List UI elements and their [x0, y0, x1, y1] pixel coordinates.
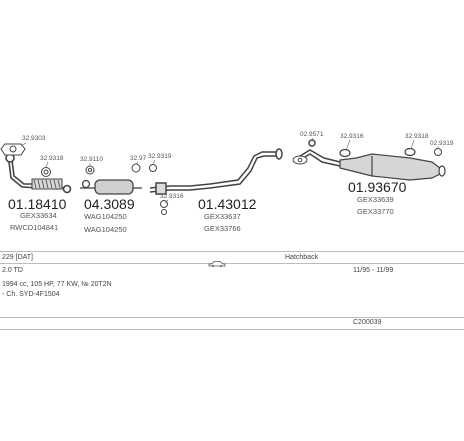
ref-label-32-9110: 32.9110 [80, 156, 103, 163]
car-icon [208, 254, 226, 267]
part-code-2b: WAG104250 [84, 225, 127, 234]
ref-label-32-9303: 32.9303 [22, 135, 46, 142]
intermediate-pipe [149, 148, 283, 195]
part-code-3a: GEX33637 [204, 212, 241, 221]
clamp-32-9110 [85, 165, 95, 175]
years-label: 11/95 - 11/99 [353, 267, 394, 274]
catalytic-converter [80, 179, 142, 195]
clamp-32-9319 [149, 164, 157, 172]
part-code-1a: GEX33634 [20, 211, 57, 220]
rear-silencer [339, 147, 446, 181]
variant-label: Hatchback [285, 254, 319, 261]
hanger-32-9316 [160, 200, 168, 215]
ref-label-32-9318-b: 32.9318 [405, 133, 429, 140]
clamp-32-97 [131, 163, 141, 173]
front-pipe [5, 153, 72, 194]
model-label: 229 [DAT] [2, 254, 33, 261]
clamp-32-9318 [41, 167, 51, 177]
gasket-32-9303 [0, 143, 26, 156]
leader-lines [20, 137, 439, 204]
engine-label: 2.0 TD [2, 267, 23, 274]
table-line-3 [0, 317, 464, 318]
part-code-2a: WAG104250 [84, 212, 127, 221]
table-line-2 [0, 263, 464, 264]
table-line-4 [0, 329, 464, 330]
part-code-1b: RWCD104841 [10, 223, 58, 232]
part-code-4b: GEX33770 [357, 207, 394, 216]
engine-code-label: - Ch. SYD-4F1504 [2, 291, 60, 298]
part-code-4a: GEX33639 [357, 195, 394, 204]
part-number-2: 04.3089 [84, 196, 135, 212]
details-label: 1994 cc, 105 HP, 77 KW, № 20T2N [2, 281, 112, 288]
ref-label-32-9319: 32.9319 [148, 153, 172, 160]
part-number-4: 01.93670 [348, 179, 407, 195]
ref-label-02-9319: 02.9319 [430, 140, 454, 147]
part-number-1: 01.18410 [8, 196, 67, 212]
ref-label-32-9316: 32.9316 [160, 193, 184, 200]
part-code-3b: GEX33766 [204, 224, 241, 233]
ref-label-32-9316-b: 32.9316 [340, 133, 364, 140]
ref-label-02-9571: 02.9571 [300, 131, 324, 138]
table-line-1 [0, 251, 464, 252]
catalog-number: C200039 [353, 319, 382, 326]
gasket-02-9571 [292, 155, 308, 165]
clamp-02-9319 [434, 148, 442, 156]
ref-label-32-9318: 32.9318 [40, 155, 64, 162]
part-number-3: 01.43012 [198, 196, 257, 212]
ref-label-32-97: 32.97 [130, 155, 147, 162]
